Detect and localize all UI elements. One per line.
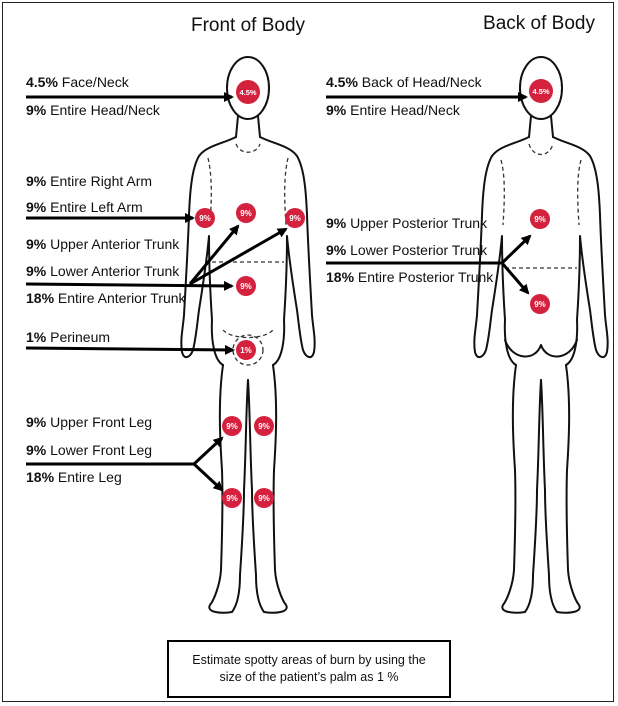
svg-text:9%: 9% xyxy=(226,422,238,431)
arrow-upper-anterior-trunk xyxy=(188,224,240,285)
badge-right-arm: 9% xyxy=(195,208,215,228)
palm-rule-caption: Estimate spotty areas of burn by using t… xyxy=(167,640,451,698)
badge-lower-posterior-trunk: 9% xyxy=(530,294,550,314)
svg-text:1%: 1% xyxy=(240,346,252,355)
label-lower-front-leg: 9% Lower Front Leg xyxy=(26,442,152,458)
label-entire-leg: 18% Entire Leg xyxy=(26,469,122,485)
front-title: Front of Body xyxy=(191,15,306,36)
label-left-arm: 9% Entire Left Arm xyxy=(26,199,143,215)
badge-upper-anterior-trunk: 9% xyxy=(236,203,256,223)
badge-upper-leg-right: 9% xyxy=(222,416,242,436)
badge-upper-posterior-trunk: 9% xyxy=(530,209,550,229)
arrow-lower-front-leg xyxy=(192,462,224,492)
pointer-arrows xyxy=(25,92,532,492)
back-dashed-divisions xyxy=(500,143,582,269)
arrow-upper-front-leg xyxy=(192,436,224,466)
label-lower-posterior-trunk: 9% Lower Posterior Trunk xyxy=(326,242,488,258)
arrow-lower-posterior-trunk xyxy=(500,262,530,295)
svg-text:9%: 9% xyxy=(226,494,238,503)
label-entire-posterior-trunk: 18% Entire Posterior Trunk xyxy=(326,269,494,285)
badge-back-head: 4.5% xyxy=(529,79,553,103)
svg-text:9%: 9% xyxy=(289,214,301,223)
svg-text:9%: 9% xyxy=(240,209,252,218)
arrow-left-arm xyxy=(189,227,288,286)
back-body-figure xyxy=(473,56,609,614)
back-title: Back of Body xyxy=(483,13,595,34)
svg-text:4.5%: 4.5% xyxy=(239,88,256,97)
badge-lower-leg-left: 9% xyxy=(254,488,274,508)
badge-perineum: 1% xyxy=(236,340,256,360)
label-entire-anterior-trunk: 18% Entire Anterior Trunk xyxy=(26,290,187,306)
arrow-lower-anterior-trunk xyxy=(25,280,234,291)
back-labels: 4.5% Back of Head/Neck 9% Entire Head/Ne… xyxy=(326,74,494,285)
badge-lower-anterior-trunk: 9% xyxy=(236,276,256,296)
arrow-perineum xyxy=(25,344,235,355)
label-upper-anterior-trunk: 9% Upper Anterior Trunk xyxy=(26,236,180,252)
label-perineum: 1% Perineum xyxy=(26,329,110,345)
svg-text:9%: 9% xyxy=(258,494,270,503)
svg-text:9%: 9% xyxy=(534,215,546,224)
label-upper-front-leg: 9% Upper Front Leg xyxy=(26,414,152,430)
svg-text:9%: 9% xyxy=(258,422,270,431)
svg-text:9%: 9% xyxy=(240,282,252,291)
badge-lower-leg-right: 9% xyxy=(222,488,242,508)
label-upper-posterior-trunk: 9% Upper Posterior Trunk xyxy=(326,215,488,231)
label-lower-anterior-trunk: 9% Lower Anterior Trunk xyxy=(26,263,180,279)
label-head-neck: 9% Entire Head/Neck xyxy=(26,102,161,118)
caption-line-2: size of the patient’s palm as 1 % xyxy=(219,670,399,684)
svg-text:4.5%: 4.5% xyxy=(532,87,549,96)
front-labels: 4.5% Face/Neck 9% Entire Head/Neck 9% En… xyxy=(26,74,187,485)
label-face-neck: 4.5% Face/Neck xyxy=(26,74,130,90)
badge-upper-leg-left: 9% xyxy=(254,416,274,436)
badge-front-head: 4.5% xyxy=(236,80,260,104)
svg-text:9%: 9% xyxy=(534,300,546,309)
front-dashed-divisions xyxy=(207,143,289,366)
caption-line-1: Estimate spotty areas of burn by using t… xyxy=(192,653,426,667)
svg-text:9%: 9% xyxy=(199,214,211,223)
percentage-badges: 4.5% 4.5% 9% 9% 9% 9% 1% 9% 9% 9% 9% 9% … xyxy=(195,79,553,508)
label-back-head-neck: 4.5% Back of Head/Neck xyxy=(326,74,483,90)
badge-left-arm: 9% xyxy=(285,208,305,228)
label-back-entire-head-neck: 9% Entire Head/Neck xyxy=(326,102,461,118)
label-right-arm: 9% Entire Right Arm xyxy=(26,173,152,189)
arrow-upper-posterior-trunk xyxy=(500,234,532,265)
